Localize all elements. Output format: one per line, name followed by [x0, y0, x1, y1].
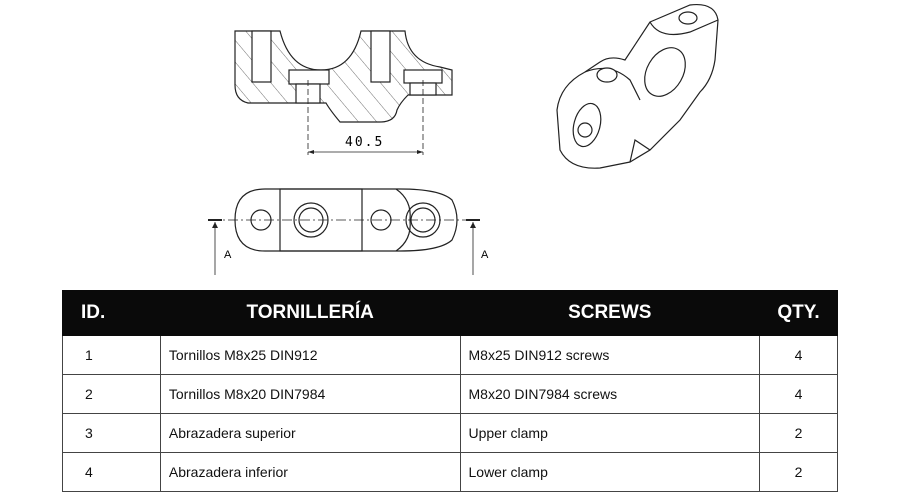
section-view — [234, 30, 453, 155]
cell-es: Tornillos M8x25 DIN912 — [159, 335, 461, 375]
section-label-right: A — [481, 249, 489, 261]
cell-id: 2 — [62, 374, 161, 414]
section-label-left: A — [224, 249, 232, 261]
cell-en: M8x25 DIN912 screws — [459, 335, 761, 375]
cell-id: 4 — [62, 452, 161, 492]
isometric-view — [556, 3, 719, 169]
cell-qty: 2 — [759, 413, 838, 453]
table-row: 4 Abrazadera inferior Lower clamp 2 — [62, 452, 838, 492]
cell-en: M8x20 DIN7984 screws — [459, 374, 761, 414]
cell-es: Abrazadera inferior — [159, 452, 461, 492]
table-header-row: ID. TORNILLERÍA SCREWS QTY. — [62, 290, 838, 336]
cell-id: 1 — [62, 335, 161, 375]
table-row: 1 Tornillos M8x25 DIN912 M8x25 DIN912 sc… — [62, 335, 838, 375]
header-tornilleria: TORNILLERÍA — [159, 290, 461, 336]
hardware-table: ID. TORNILLERÍA SCREWS QTY. 1 Tornillos … — [62, 290, 838, 492]
cell-en: Lower clamp — [459, 452, 761, 492]
cell-es: Abrazadera superior — [159, 413, 461, 453]
header-screws: SCREWS — [459, 290, 761, 336]
technical-drawing: 40.5 A A — [208, 3, 719, 275]
cell-en: Upper clamp — [459, 413, 761, 453]
header-qty: QTY. — [759, 290, 838, 336]
table-row: 2 Tornillos M8x20 DIN7984 M8x20 DIN7984 … — [62, 374, 838, 414]
cell-qty: 2 — [759, 452, 838, 492]
header-id: ID. — [62, 290, 161, 336]
cell-es: Tornillos M8x20 DIN7984 — [159, 374, 461, 414]
plan-view — [208, 188, 480, 275]
table-row: 3 Abrazadera superior Upper clamp 2 — [62, 413, 838, 453]
cell-id: 3 — [62, 413, 161, 453]
cell-qty: 4 — [759, 374, 838, 414]
dimension-label: 40.5 — [345, 135, 384, 150]
cell-qty: 4 — [759, 335, 838, 375]
